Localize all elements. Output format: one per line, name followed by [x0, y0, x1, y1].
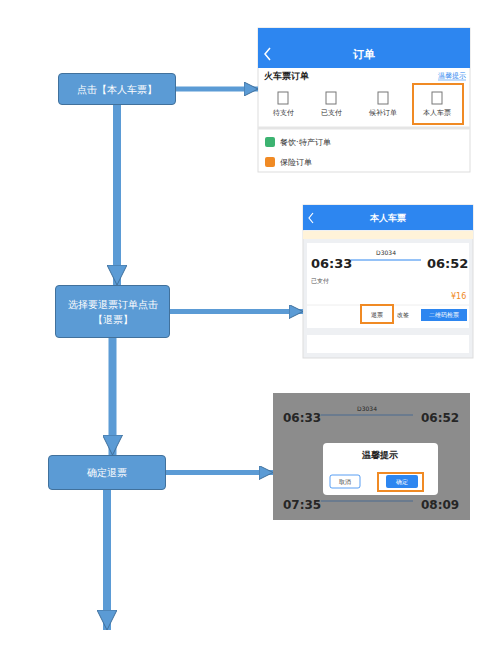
- separator: [307, 305, 469, 306]
- process-box: 选择要退票订单点击 【退票】: [55, 285, 170, 338]
- screen-text: 06:52: [421, 412, 459, 424]
- icon: [265, 157, 275, 167]
- screen-text: 订单: [353, 49, 375, 60]
- route-line: [321, 501, 413, 502]
- screen-text: 07:35: [283, 499, 321, 511]
- confirm-button: [386, 475, 418, 488]
- box-label: 选择要退票订单点击 【退票】: [62, 297, 163, 327]
- screen-text: 温馨提示: [438, 73, 466, 80]
- link-underline: [438, 80, 466, 81]
- screen-text: 06:33: [283, 412, 321, 424]
- screen-header: [303, 205, 473, 230]
- screen-text: D3034: [376, 250, 396, 256]
- process-box: 确定退票: [48, 455, 166, 490]
- app-screenshot: 06:33 D3034 06:52 温馨提示取消 确定 07:35 08:09: [273, 393, 470, 520]
- screen-text: 改签: [397, 312, 409, 318]
- process-box: 点击【本人车票】: [58, 73, 176, 105]
- notice-band: [303, 231, 473, 239]
- ticket-card: [307, 243, 469, 328]
- screen-text: 已支付: [311, 278, 329, 284]
- qr-button: [421, 309, 467, 321]
- icon: [326, 92, 336, 104]
- screen-text: D3034: [357, 406, 377, 412]
- screen-text: 保险订单: [280, 159, 312, 167]
- screen-text: 本人车票: [423, 110, 451, 117]
- flow-arrow: [176, 87, 258, 92]
- screenshot-3: [273, 393, 470, 520]
- screen-text: 确定: [396, 479, 408, 485]
- screen-text: 二维码检票: [429, 312, 459, 318]
- screen-text: 退票: [371, 312, 383, 318]
- screen-text: 已支付: [321, 110, 342, 117]
- screen-text: 餐饮·特产订单: [280, 139, 331, 147]
- dimmed-screen: [273, 393, 470, 520]
- screen-text: 待支付: [273, 110, 294, 117]
- icon: [432, 92, 442, 104]
- highlight-box: [413, 84, 463, 124]
- dialog: [323, 443, 438, 495]
- next-card: [307, 335, 469, 353]
- cancel-button: [330, 475, 360, 488]
- screen-text: 温馨提示: [362, 451, 398, 460]
- back-chevron: [265, 48, 270, 60]
- highlight-box: [378, 473, 423, 491]
- icon: [278, 92, 288, 104]
- screen-text: 取消: [339, 479, 351, 485]
- route-line: [321, 415, 413, 416]
- screen-text: 08:09: [421, 499, 459, 511]
- screenshot-2: [303, 205, 473, 358]
- route-line: [351, 260, 421, 261]
- flow-arrow: [170, 309, 303, 314]
- screen-frame: [303, 205, 473, 358]
- screen-text: ¥16: [451, 293, 466, 301]
- screen-frame: [258, 28, 470, 172]
- flow-arrow: [113, 105, 121, 285]
- screen-text: 本人车票: [370, 214, 406, 223]
- icon: [378, 92, 388, 104]
- screenshot-1: [258, 28, 470, 172]
- app-screenshot: 本人车票 06:33 D3034 06:52 已支付 ¥16 退票 改签 二维码检票: [303, 205, 473, 358]
- icon: [265, 137, 275, 147]
- screen-text: 06:52: [427, 257, 468, 270]
- box-label: 点击【本人车票】: [77, 82, 157, 97]
- screen-header: [258, 28, 470, 68]
- flow-arrow: [166, 470, 273, 475]
- app-screenshot: 订单火车票订单 温馨提示待支付 已支付 候补订单 本人车票餐饮·特产订单保险订单: [258, 28, 470, 172]
- screen-text: 候补订单: [369, 110, 397, 117]
- screen-text: 06:33: [311, 257, 352, 270]
- highlight-box: [361, 305, 393, 323]
- flow-arrow: [103, 490, 111, 630]
- flow-arrow: [109, 338, 117, 455]
- separator: [258, 127, 470, 130]
- screen-text: 火车票订单: [264, 72, 309, 81]
- back-chevron: [309, 213, 313, 223]
- box-label: 确定退票: [87, 465, 127, 480]
